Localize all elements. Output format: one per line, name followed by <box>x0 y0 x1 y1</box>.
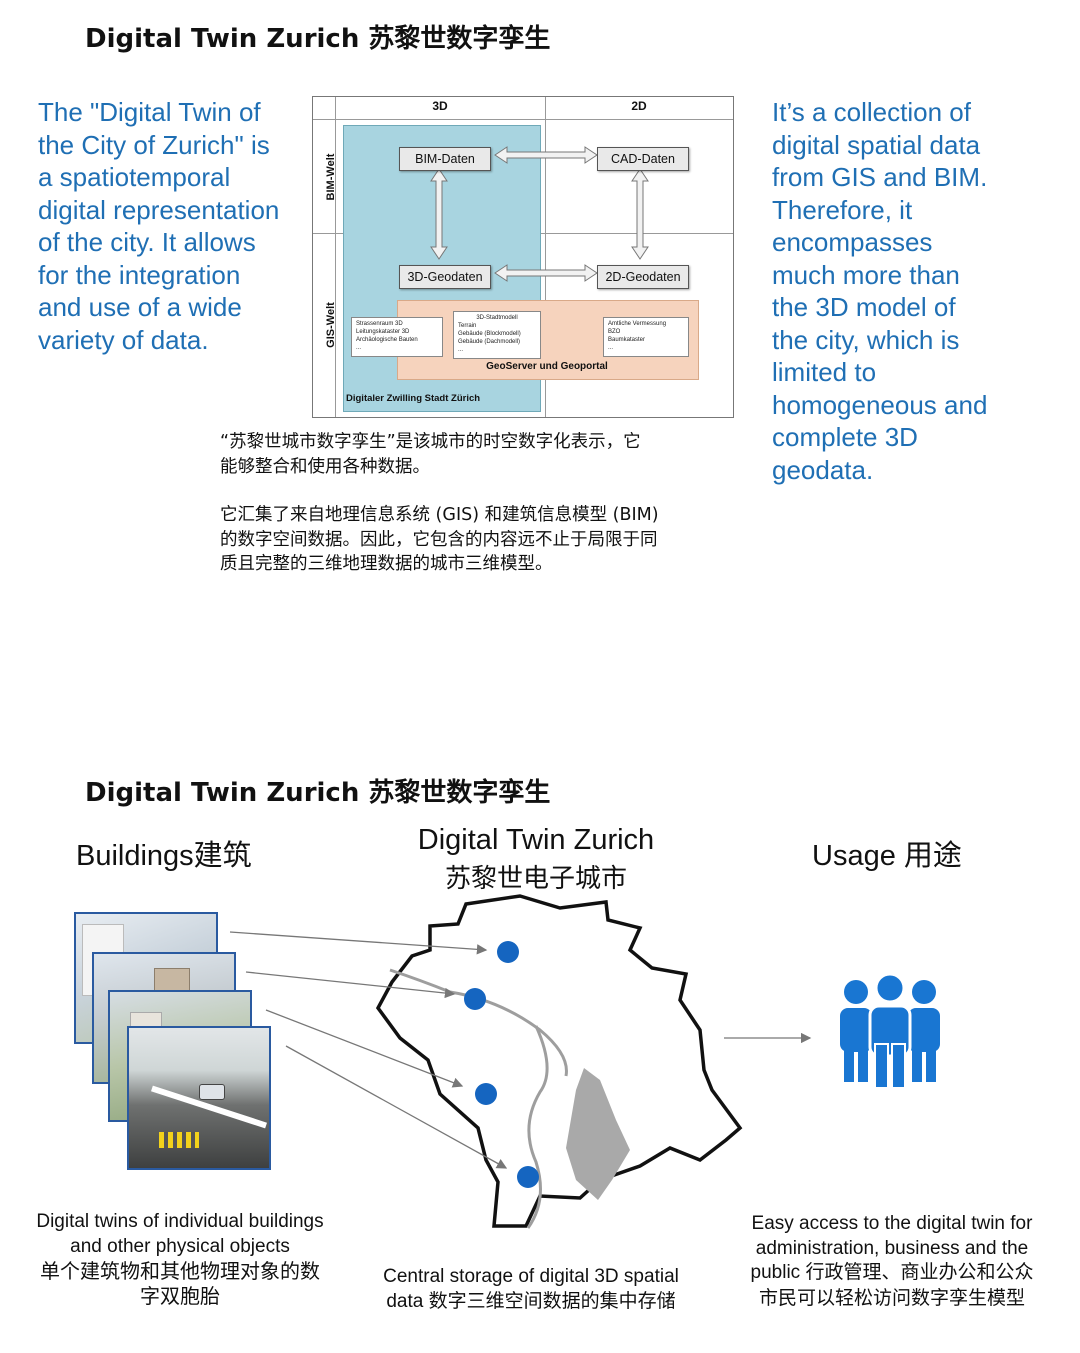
right-line: encompasses <box>772 227 933 257</box>
list-title: 3D-Stadtmodell <box>476 315 518 321</box>
list-box-right: Amtliche Vermessung BZO Baumkataster ... <box>603 317 689 357</box>
caption-central-storage: Central storage of digital 3D spatial da… <box>350 1265 712 1314</box>
left-line: The "Digital Twin of <box>38 97 261 127</box>
section2-title: Digital Twin Zurich 苏黎世数字孪生 <box>85 778 551 808</box>
list-box-middle: 3D-Stadtmodell Terrain Gebäude (Blockmod… <box>453 311 541 359</box>
caption-line: Central storage of digital 3D spatial <box>383 1266 679 1287</box>
caption-line: Easy access to the digital twin for <box>751 1213 1033 1234</box>
list-item: Baumkataster <box>608 337 646 343</box>
right-line: complete 3D <box>772 422 918 452</box>
list-item: Terrain <box>458 323 477 329</box>
right-description: It’s a collection of digital spatial dat… <box>772 96 987 486</box>
caption-line: and other physical objects <box>70 1235 290 1257</box>
chinese-paragraph-1: “苏黎世城市数字孪生”是该城市的时空数字化表示，它 能够整合和使用各种数据。 <box>220 430 641 479</box>
right-line: Therefore, it <box>772 194 913 225</box>
left-line: variety of data. <box>38 324 209 355</box>
lake-shape <box>566 1068 630 1200</box>
people-group-icon <box>840 972 940 1089</box>
right-line: It’s a collection of <box>772 97 971 127</box>
zh-line: “苏黎世城市数字孪生”是该城市的时空数字化表示，它 <box>220 432 641 452</box>
bim-gis-diagram: 3D 2D BIM-Welt GIS-Welt BIM-Daten CAD-Da… <box>312 96 734 418</box>
left-line: a spatiotemporal <box>38 162 231 192</box>
list-item: Strassenraum 3D <box>356 321 403 327</box>
caption-line: 字双胞胎 <box>140 1283 220 1308</box>
list-item: Leitungskataster 3D <box>356 329 410 335</box>
grid-line <box>335 97 336 417</box>
zurich-city-outline <box>375 894 743 1228</box>
right-line: limited to <box>772 357 877 387</box>
right-line: much more than <box>772 259 960 290</box>
caption-usage: Easy access to the digital twin for admi… <box>716 1212 1068 1310</box>
zurich-map-graphic <box>229 894 812 1229</box>
digital-twin-footer-label: Digitaler Zwilling Stadt Zürich <box>346 393 481 404</box>
list-box-left: Strassenraum 3D Leitungskataster 3D Arch… <box>351 317 443 357</box>
right-line: the city, which is <box>772 324 960 355</box>
geodaten-3d-box: 3D-Geodaten <box>399 265 491 289</box>
left-description: The "Digital Twin of the City of Zurich"… <box>38 96 279 356</box>
right-line: the 3D model of <box>772 292 956 322</box>
grid-line <box>545 97 546 417</box>
caption-line: data 数字三维空间数据的集中存储 <box>386 1290 676 1312</box>
chinese-paragraph-2: 它汇集了来自地理信息系统 (GIS) 和建筑信息模型 (BIM) 的数字空间数据… <box>220 503 659 577</box>
list-item: Amtliche Vermessung <box>608 321 667 327</box>
list-item: Archäologische Bauten <box>356 337 418 343</box>
caption-line: 市民可以轻松访问数字孪生模型 <box>758 1286 1025 1309</box>
list-item: Gebäude (Dachmodell) <box>458 339 521 345</box>
section1-title: Digital Twin Zurich 苏黎世数字孪生 <box>85 24 551 54</box>
building-photo-4-street <box>127 1026 271 1170</box>
center-heading: Digital Twin Zurich <box>417 824 655 856</box>
caption-line: Digital twins of individual buildings <box>36 1211 324 1232</box>
right-line: digital spatial data <box>772 129 981 160</box>
bim-daten-box: BIM-Daten <box>399 147 491 171</box>
right-line: homogeneous and <box>772 389 988 420</box>
cad-daten-box: CAD-Daten <box>597 147 689 171</box>
grid-line <box>313 119 733 120</box>
usage-heading: Usage 用途 <box>812 840 962 872</box>
caption-buildings: Digital twins of individual buildings an… <box>0 1210 360 1308</box>
buildings-heading: Buildings建筑 <box>76 840 252 872</box>
zh-line: 质且完整的三维地理数据的城市三维模型。 <box>220 554 553 574</box>
left-line: for the integration <box>38 259 241 290</box>
list-item: BZO <box>608 329 621 335</box>
list-item: ... <box>608 345 614 351</box>
center-heading-chinese: 苏黎世电子城市 <box>444 864 627 894</box>
column-header-3d: 3D <box>432 99 448 113</box>
caption-line: public 行政管理、商业办公和公众 <box>750 1262 1034 1283</box>
zh-line: 它汇集了来自地理信息系统 (GIS) 和建筑信息模型 (BIM) <box>220 505 659 525</box>
left-line: and use of a wide <box>38 292 242 322</box>
geoserver-label: GeoServer und Geoportal <box>486 361 608 372</box>
list-item: Gebäude (Blockmodell) <box>458 331 521 337</box>
geodaten-2d-box: 2D-Geodaten <box>597 265 689 289</box>
left-line: the City of Zurich" is <box>38 129 270 160</box>
caption-line: 单个建筑物和其他物理对象的数 <box>40 1259 320 1283</box>
list-item: ... <box>356 345 362 351</box>
column-header-2d: 2D <box>631 99 647 113</box>
list-item: ... <box>458 347 464 353</box>
right-line: from GIS and BIM. <box>772 162 988 192</box>
river-line <box>526 1025 549 1229</box>
caption-line: administration, business and the <box>755 1237 1029 1259</box>
left-line: of the city. It allows <box>38 227 256 257</box>
zh-line: 的数字空间数据。因此，它包含的内容远不止于局限于同 <box>220 529 658 550</box>
crosswalk <box>159 1132 199 1148</box>
left-line: digital representation <box>38 194 280 225</box>
tram-shape <box>199 1084 225 1100</box>
zh-line: 能够整合和使用各种数据。 <box>220 456 430 477</box>
river-line <box>389 968 568 1077</box>
right-line: geodata. <box>772 454 874 485</box>
